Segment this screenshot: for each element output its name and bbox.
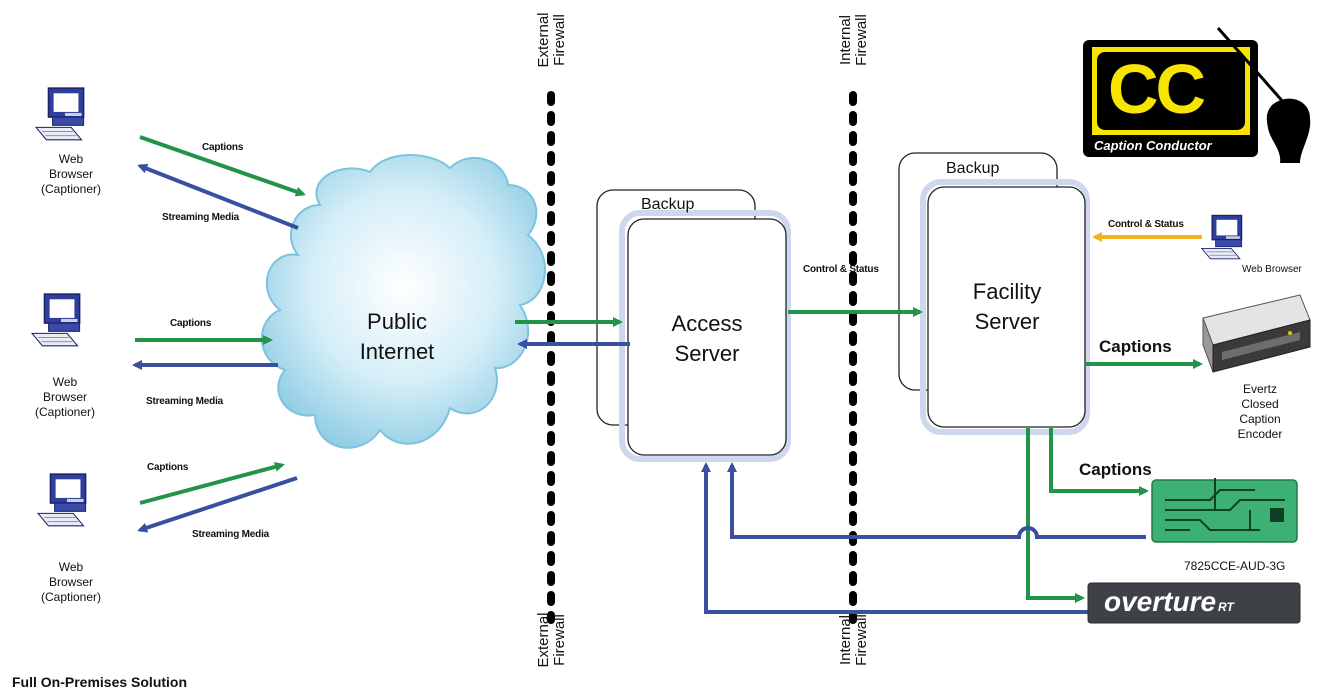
- remote-control-status-label: Control & Status: [1108, 219, 1184, 230]
- streaming-arrow: [137, 476, 298, 533]
- facility-server-glow: [920, 179, 1090, 435]
- card-model-label: 7825CCE-AUD-3G: [1184, 559, 1286, 573]
- captions-arrow: [139, 461, 285, 505]
- caption-card-icon: [1151, 478, 1298, 543]
- captions-label: Captions: [147, 462, 189, 473]
- captions-label: Captions: [202, 142, 244, 153]
- computer-icon: [1201, 214, 1243, 260]
- card-return-arrow: [727, 462, 1146, 539]
- access-server-box: [627, 218, 787, 456]
- captions-label: Captions: [170, 318, 212, 329]
- access-backup-label: Backup: [641, 196, 695, 213]
- cc-logo-letters: CC: [1108, 50, 1206, 128]
- captions-to-card-arrow: [1049, 428, 1149, 496]
- facility-server-box: [927, 186, 1086, 428]
- encoder-captions-label: Captions: [1099, 337, 1172, 356]
- computer-icon: [35, 87, 85, 141]
- captions-to-overture-arrow: [1026, 428, 1085, 603]
- overture-bar: [1087, 582, 1301, 624]
- captions-arrow: [139, 135, 306, 197]
- streaming-media-label: Streaming Media: [162, 212, 240, 223]
- cc-logo-tagline: Caption Conductor: [1094, 138, 1212, 153]
- solution-title: Full On-Premises Solution: [12, 674, 188, 690]
- streaming-media-label: Streaming Media: [146, 396, 224, 407]
- conductor-hand-icon: [1216, 27, 1311, 163]
- streaming-arrow: [137, 163, 299, 230]
- access-server-glow: [619, 210, 791, 462]
- computer-icon: [31, 293, 81, 347]
- overture-return-arrow: [701, 462, 1088, 614]
- computer-icon: [37, 473, 87, 527]
- public-internet-cloud: [260, 154, 546, 449]
- control-status-label: Control & Status: [803, 264, 879, 275]
- remote-browser-label: Web Browser: [1242, 264, 1302, 275]
- streaming-media-label: Streaming Media: [192, 529, 270, 540]
- card-captions-label: Captions: [1079, 460, 1152, 479]
- caption-conductor-logo: [1083, 40, 1258, 157]
- facility-backup-label: Backup: [946, 160, 1000, 177]
- rack-encoder-icon: [1202, 294, 1311, 373]
